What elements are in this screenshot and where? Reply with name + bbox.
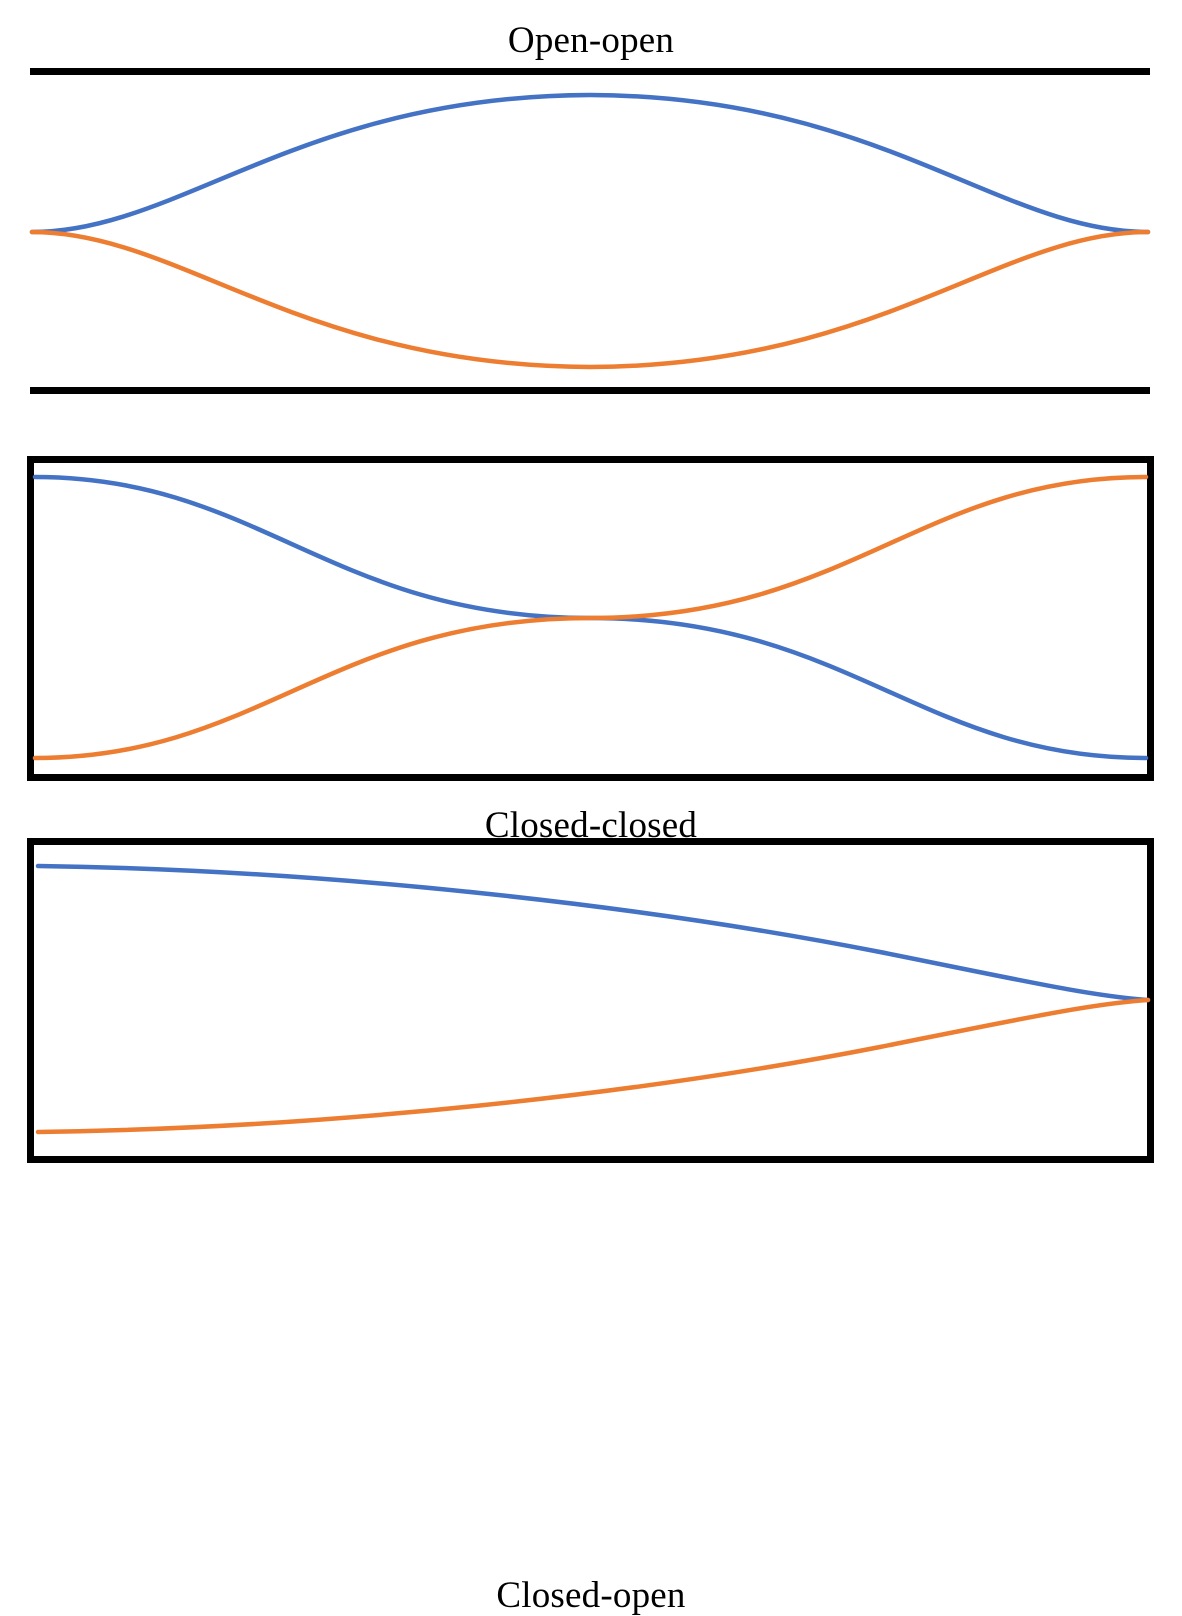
wave-curve-orange: [32, 474, 1149, 761]
wave-curve-blue: [29, 92, 1151, 235]
panel-title-closed-closed: Closed-closed: [484, 805, 698, 846]
pipe-wall-bottom: [30, 387, 1150, 394]
wave-curve-orange: [35, 997, 1151, 1135]
panel-title-closed-open: Closed-open: [496, 1575, 686, 1616]
pipe-box-closed-closed: [27, 456, 1154, 781]
panel-open-open: Open-open: [0, 0, 1182, 395]
closed-open-diagram: [27, 838, 1154, 1163]
open-open-diagram: [29, 68, 1151, 394]
wave-curve-orange: [29, 229, 1151, 370]
panel-closed-open: Closed-open: [0, 785, 1182, 1614]
closed-closed-diagram: [27, 456, 1154, 781]
panel-title-open-open: Open-open: [507, 20, 675, 61]
wave-curve-blue: [35, 863, 1151, 1003]
panel-closed-closed: Closed-closed: [0, 395, 1182, 844]
pipe-box-closed-open: [27, 838, 1154, 1163]
pipe-wall-top: [30, 68, 1150, 75]
